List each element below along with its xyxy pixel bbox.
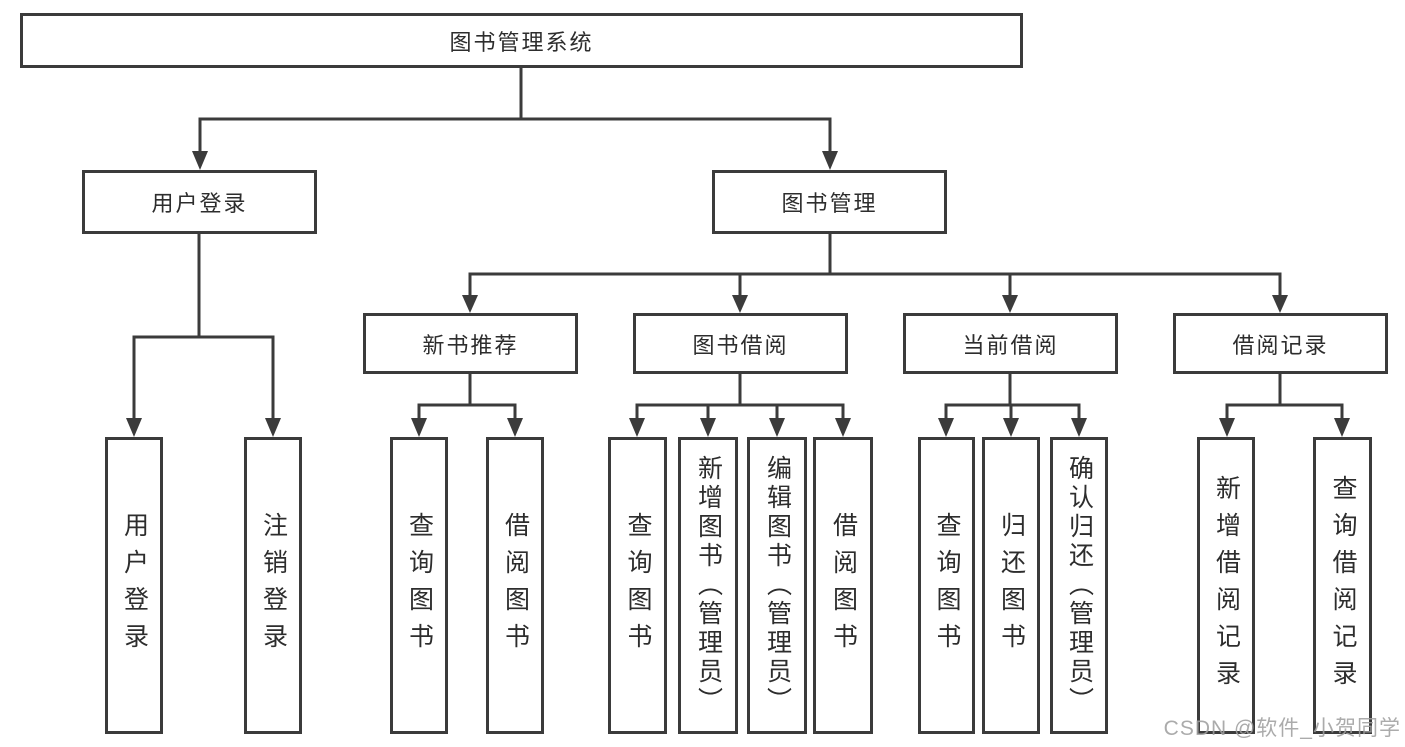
leaf-add-book-admin: 新增图书（管理员） (678, 437, 738, 734)
node-new-book-recommend: 新书推荐 (363, 313, 578, 374)
node-system-root: 图书管理系统 (20, 13, 1023, 68)
leaf-confirm-return-admin: 确认归还（管理员） (1050, 437, 1108, 734)
leaf-borrow-books: 借阅图书 (813, 437, 873, 734)
node-book-borrow: 图书借阅 (633, 313, 848, 374)
connector-book-management (462, 234, 1288, 313)
leaf-query-books-recommend: 查询图书 (390, 437, 448, 734)
leaf-query-books-current: 查询图书 (918, 437, 975, 734)
leaf-return-book: 归还图书 (982, 437, 1040, 734)
leaf-query-books-borrow: 查询图书 (608, 437, 667, 734)
node-borrow-records: 借阅记录 (1173, 313, 1388, 374)
leaf-borrow-books-recommend: 借阅图书 (486, 437, 544, 734)
connector-current-borrow (938, 374, 1087, 437)
node-user-login: 用户登录 (82, 170, 317, 234)
node-current-borrow: 当前借阅 (903, 313, 1118, 374)
connector-user-login (126, 234, 281, 437)
leaf-logout: 注销登录 (244, 437, 302, 734)
leaf-user-login: 用户登录 (105, 437, 163, 734)
node-book-management: 图书管理 (712, 170, 947, 234)
leaf-edit-book-admin: 编辑图书（管理员） (747, 437, 807, 734)
connector-new-book-recommend (411, 374, 523, 437)
connector-book-borrow (629, 374, 851, 437)
leaf-query-borrow-record: 查询借阅记录 (1313, 437, 1372, 734)
connector-root (192, 68, 838, 170)
watermark: CSDN @软件_小贺同学 (1163, 717, 1401, 740)
leaf-add-borrow-record: 新增借阅记录 (1197, 437, 1255, 734)
connector-borrow-records (1219, 374, 1350, 437)
